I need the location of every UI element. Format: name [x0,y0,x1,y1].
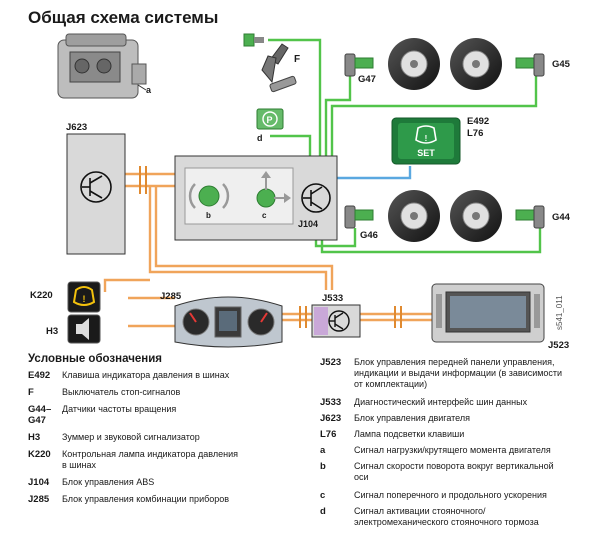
legend-item: J523 Блок управления передней панели упр… [320,357,600,391]
legend-item: c Сигнал поперечного и продольного ускор… [320,490,600,502]
speed-sensor-g47 [344,53,374,77]
legend-item: J104 Блок управления ABS [28,477,313,489]
label-e492: E492 [467,116,489,127]
wheel-front-right [450,190,502,242]
legend-item: L76 Лампа подсветки клавиши [320,429,600,441]
buzzer-speaker-h3 [67,314,101,344]
label-j523: J523 [548,340,569,351]
legend-item: b Сигнал скорости поворота вокруг вертик… [320,461,600,485]
legend-item: K220 Контрольная лампа индикатора давлен… [28,449,313,473]
label-d: d [257,133,263,143]
legend-code: J533 [320,397,342,408]
legend-code: K220 [28,449,51,460]
legend-desc: Блок управления двигателя [354,413,470,423]
legend-desc: Выключатель стоп-сигналов [62,387,181,397]
legend-desc: Сигнал поперечного и продольного ускорен… [354,490,547,500]
label-l76: L76 [467,128,483,139]
legend-code: d [320,506,326,517]
legend-item: d Сигнал активации стояночного/ электром… [320,506,600,530]
engine-illustration [57,33,147,99]
legend-code: J285 [28,494,50,505]
speed-sensor-g44 [515,205,545,229]
svg-text:P: P [267,115,273,125]
brake-pedal-switch-icon [243,33,297,93]
legend-code: E492 [28,370,51,381]
transistor-icon [328,310,350,332]
legend-item: a Сигнал нагрузки/крутящего момента двиг… [320,445,600,457]
legend-code: a [320,445,326,456]
set-label: SET [417,148,435,158]
legend-item: J285 Блок управления комбинации приборов [28,494,313,506]
legend-desc: Блок управления комбинации приборов [62,494,230,504]
legend-code: H3 [28,432,41,443]
legend-desc: Сигнал скорости поворота вокруг вертикал… [354,461,554,482]
wheel-rear-left [388,38,440,90]
acceleration-sensor-icon [256,171,291,208]
svg-text:!: ! [425,134,428,143]
legend-item: G44– G47 Датчики частоты вращения [28,404,313,428]
legend-desc: Контрольная лампа индикатора давления в … [62,449,238,470]
label-g46: G46 [360,230,378,241]
legend-desc: Сигнал активации стояночного/ электромех… [354,506,539,527]
can-bus-wires [103,38,542,328]
label-c: c [262,211,267,220]
display-unit-j523 [431,283,545,343]
label-g44: G44 [552,212,571,223]
legend-code: J623 [320,413,342,424]
figure-code: s541_011 [555,295,564,330]
label-g47: G47 [358,74,376,85]
legend-code: c [320,490,326,501]
label-j623: J623 [66,122,87,133]
svg-text:!: ! [83,294,86,304]
wheel-rear-right [450,38,502,90]
legend-code: J104 [28,477,50,488]
instrument-cluster-j285 [174,296,283,348]
wheel-front-left [388,190,440,242]
legend-item: E492 Клавиша индикатора давления в шинах [28,370,313,382]
legend-desc: Лампа подсветки клавиши [354,429,465,439]
legend-desc: Блок управления передней панели управлен… [354,357,563,389]
legend-code: J523 [320,357,342,368]
legend-desc: Клавиша индикатора давления в шинах [62,370,230,380]
tpms-warning-lamp-k220: ! [67,281,101,313]
label-k220: K220 [30,290,53,301]
legend-title: Условные обозначения [28,353,163,365]
legend-desc: Блок управления ABS [62,477,155,487]
page-title: Общая схема системы [28,8,219,27]
label-f: F [294,54,300,65]
speed-sensor-g46 [344,205,374,229]
legend-code: b [320,461,326,472]
legend-code: F [28,387,34,398]
transistor-icon [80,171,112,203]
label-j104: J104 [298,219,318,229]
label-h3: H3 [46,326,58,337]
yaw-rate-sensor-icon [188,183,230,209]
label-a: a [146,85,152,95]
label-b: b [206,211,211,220]
legend-item: F Выключатель стоп-сигналов [28,387,313,399]
tpms-set-button-e492: ! SET [391,117,461,165]
transistor-icon [301,183,331,213]
legend-item: H3 Зуммер и звуковой сигнализатор [28,432,313,444]
label-j533: J533 [322,293,343,304]
legend-code: G44– G47 [28,404,52,426]
legend-item: J623 Блок управления двигателя [320,413,600,425]
label-j285: J285 [160,291,182,302]
legend-desc: Сигнал нагрузки/крутящего момента двигат… [354,445,551,455]
legend-item: J533 Диагностический интерфейс шин данны… [320,397,600,409]
legend-desc: Зуммер и звуковой сигнализатор [62,432,200,442]
legend-desc: Диагностический интерфейс шин данных [354,397,528,407]
parking-brake-button: P [256,108,284,130]
legend-desc: Датчики частоты вращения [62,404,177,414]
legend-code: L76 [320,429,337,440]
speed-sensor-g45 [515,53,545,77]
label-g45: G45 [552,59,571,70]
